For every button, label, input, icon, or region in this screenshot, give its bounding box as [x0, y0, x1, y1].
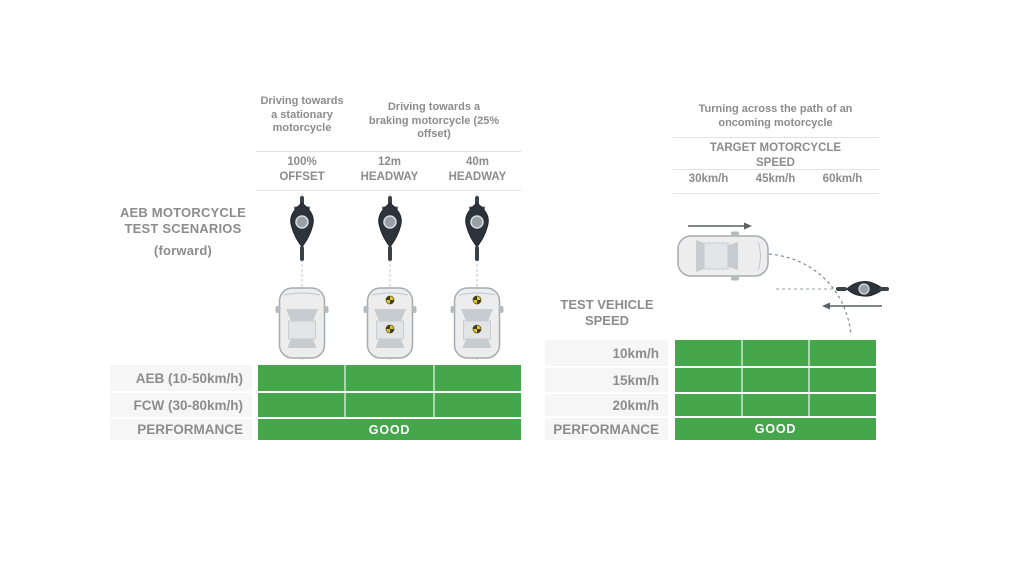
target-marker-icon	[385, 324, 395, 334]
result-row-fcw	[258, 393, 521, 417]
result-cell	[675, 368, 741, 392]
result-cell	[740, 368, 809, 392]
column-header-45kmh: 45km/h	[755, 173, 796, 185]
result-cell	[258, 365, 345, 391]
divider	[673, 193, 878, 194]
divider	[673, 137, 878, 138]
panel-title: AEB MOTORCYCLE TEST SCENARIOS	[119, 205, 247, 236]
result-cell	[432, 365, 521, 391]
result-cell	[740, 394, 809, 416]
target-speed-header: TARGET MOTORCYCLE SPEED	[709, 142, 842, 169]
scenario-group-stationary: Driving towards a stationary motorcycle	[260, 95, 344, 134]
result-cell	[808, 368, 877, 392]
column-header-40m: 40m HEADWAY	[448, 156, 507, 183]
result-cell	[675, 340, 741, 366]
row-label-15kmh: 15km/h	[545, 368, 668, 392]
result-row-10kmh	[675, 340, 877, 366]
scenario-group-braking: Driving towards a braking motorcycle (25…	[368, 101, 500, 140]
performance-result-badge: GOOD	[258, 419, 521, 440]
test-vehicle-speed-label: TEST VEHICLE SPEED	[560, 297, 654, 328]
motorcycle-top-icon	[290, 196, 314, 261]
result-row-20kmh	[675, 394, 877, 416]
divider	[256, 151, 521, 152]
result-row-15kmh	[675, 368, 877, 392]
result-cell	[675, 394, 741, 416]
target-marker-icon	[472, 324, 482, 334]
motorcycle-top-icon	[465, 196, 489, 261]
result-cell	[344, 393, 433, 417]
turning-path-dashed-curve	[768, 253, 852, 335]
car-top-icon	[363, 287, 417, 359]
column-header-30kmh: 30km/h	[688, 173, 729, 185]
row-label-fcw: FCW (30-80km/h)	[110, 393, 252, 417]
performance-result-badge: GOOD	[675, 418, 876, 440]
row-label-performance: PERFORMANCE	[545, 418, 668, 440]
divider	[256, 190, 521, 191]
result-row-aeb	[258, 365, 521, 391]
result-cell	[258, 393, 345, 417]
column-header-12m: 12m HEADWAY	[360, 156, 419, 183]
car-top-icon	[677, 231, 769, 281]
row-label-20kmh: 20km/h	[545, 394, 668, 416]
panel-subtitle: (forward)	[153, 243, 213, 258]
target-marker-icon	[472, 295, 482, 305]
scenario-illustration-40m-headway	[450, 194, 504, 360]
result-cell	[432, 393, 521, 417]
scenario-illustration-stationary	[275, 194, 329, 360]
column-header-offset: 100% OFFSET	[279, 156, 325, 183]
turning-scenario-illustration	[677, 222, 889, 335]
result-cell	[808, 394, 877, 416]
row-label-aeb: AEB (10-50km/h)	[110, 365, 252, 391]
result-cell	[740, 340, 809, 366]
row-label-performance: PERFORMANCE	[110, 419, 252, 440]
result-cell	[808, 340, 877, 366]
divider	[673, 169, 878, 170]
result-cell	[344, 365, 433, 391]
column-header-60kmh: 60km/h	[822, 173, 863, 185]
row-label-10kmh: 10km/h	[545, 340, 668, 366]
scenario-illustration-12m-headway	[363, 194, 417, 360]
oncoming-motorcycle-icon	[836, 280, 889, 297]
scenario-label-turning: Turning across the path of an oncoming m…	[698, 103, 853, 129]
target-marker-icon	[385, 295, 395, 305]
car-top-icon	[275, 287, 329, 359]
motorcycle-top-icon	[378, 196, 402, 261]
